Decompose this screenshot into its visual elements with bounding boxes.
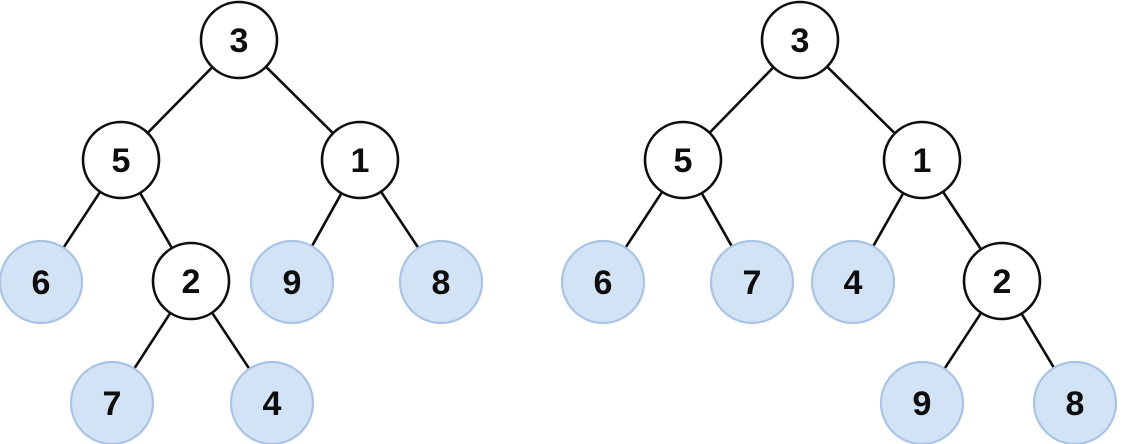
node-label: 2	[182, 263, 201, 301]
tree-node-2[interactable]: 2	[962, 241, 1042, 321]
tree-edge-3-5	[145, 65, 215, 135]
left-tree: 3 5 1 6 2 9 8 7 4	[0, 0, 484, 444]
right-tree-edges	[623, 64, 1056, 371]
tree-edge-5-2	[138, 190, 174, 251]
node-label: 9	[283, 264, 302, 302]
tree-edge-2-9	[942, 310, 984, 371]
node-label: 6	[594, 264, 613, 302]
tree-edge-2-8	[1019, 311, 1056, 370]
tree-edge-2-7	[132, 310, 173, 371]
tree-edge-5-6	[61, 189, 103, 250]
tree-node-3[interactable]: 3	[760, 0, 840, 80]
node-label: 3	[230, 22, 249, 60]
node-label: 3	[791, 22, 810, 60]
node-label: 1	[351, 142, 370, 180]
tree-edge-3-1	[825, 64, 897, 136]
node-circle[interactable]	[151, 241, 231, 321]
tree-node-2[interactable]: 2	[151, 241, 231, 321]
tree-node-4[interactable]: 4	[810, 239, 896, 325]
tree-node-5[interactable]: 5	[643, 120, 723, 200]
right-tree: 3 5 1 6 7 4 2 9 8	[560, 0, 1118, 444]
node-label: 2	[993, 263, 1012, 301]
node-circle[interactable]	[0, 239, 84, 325]
tree-node-6[interactable]: 6	[0, 239, 84, 325]
tree-edge-5-6	[623, 189, 665, 250]
tree-edge-1-8	[379, 189, 421, 250]
tree-edge-1-9	[310, 191, 344, 249]
node-circle[interactable]	[229, 360, 315, 444]
node-label: 6	[32, 264, 51, 302]
tree-node-7[interactable]: 7	[709, 239, 795, 325]
left-tree-edges	[61, 64, 421, 371]
tree-node-9[interactable]: 9	[249, 239, 335, 325]
node-circle[interactable]	[81, 120, 161, 200]
node-label: 5	[112, 142, 131, 180]
tree-node-6[interactable]: 6	[560, 239, 646, 325]
node-circle[interactable]	[882, 120, 962, 200]
tree-edge-3-1	[263, 64, 336, 136]
node-label: 5	[674, 142, 693, 180]
tree-edge-5-7	[699, 190, 734, 249]
node-circle[interactable]	[320, 120, 400, 200]
node-label: 8	[1066, 385, 1085, 423]
node-circle[interactable]	[810, 239, 896, 325]
node-circle[interactable]	[199, 0, 279, 80]
tree-edge-2-4	[210, 310, 252, 371]
node-circle[interactable]	[1032, 360, 1118, 444]
tree-node-4[interactable]: 4	[229, 360, 315, 444]
tree-node-7[interactable]: 7	[69, 360, 155, 444]
tree-node-9[interactable]: 9	[879, 360, 965, 444]
node-circle[interactable]	[879, 360, 965, 444]
tree-edge-1-2	[941, 189, 983, 252]
tree-edge-3-5	[707, 65, 776, 135]
node-circle[interactable]	[560, 239, 646, 325]
node-circle[interactable]	[69, 360, 155, 444]
node-label: 1	[913, 142, 932, 180]
tree-node-8[interactable]: 8	[1032, 360, 1118, 444]
node-label: 7	[743, 264, 762, 302]
node-circle[interactable]	[962, 241, 1042, 321]
tree-node-8[interactable]: 8	[398, 239, 484, 325]
tree-node-5[interactable]: 5	[81, 120, 161, 200]
tree-node-1[interactable]: 1	[882, 120, 962, 200]
tree-edge-1-4	[871, 190, 906, 249]
node-circle[interactable]	[398, 239, 484, 325]
node-label: 4	[844, 264, 863, 302]
node-label: 8	[432, 264, 451, 302]
node-circle[interactable]	[760, 0, 840, 80]
node-circle[interactable]	[643, 120, 723, 200]
tree-node-1[interactable]: 1	[320, 120, 400, 200]
node-circle[interactable]	[249, 239, 335, 325]
node-label: 4	[263, 385, 282, 423]
node-label: 9	[913, 385, 932, 423]
node-label: 7	[103, 385, 122, 423]
node-circle[interactable]	[709, 239, 795, 325]
tree-node-3[interactable]: 3	[199, 0, 279, 80]
